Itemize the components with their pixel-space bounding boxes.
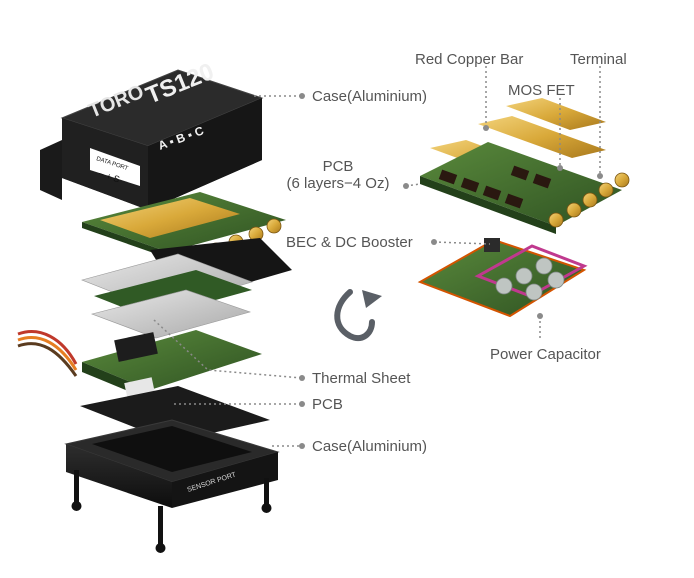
top-case: DATA PORT − + S TORO TS120 A ▪ B ▪ C xyxy=(40,58,264,210)
right-pcb xyxy=(420,142,630,234)
bottom-case: SENSOR PORT xyxy=(64,386,280,553)
label-thermal-sheet: Thermal Sheet xyxy=(312,370,411,387)
label-power-capacitor: Power Capacitor xyxy=(490,346,601,363)
left-bottom-pcb xyxy=(17,330,262,403)
rotate-arrow-icon xyxy=(334,289,382,342)
leader-bec xyxy=(433,241,491,245)
leader-thermal-sheet xyxy=(153,319,303,379)
leader-pcb-right xyxy=(405,183,421,187)
leader-dots xyxy=(299,93,603,449)
thermal-sheet-bottom xyxy=(91,289,252,339)
label-red-copper-bar: Red Copper Bar xyxy=(415,51,524,68)
label-case-bottom: Case(Aluminium) xyxy=(312,438,428,455)
label-mos-fet: MOS FET xyxy=(508,82,575,99)
label-pcb-right-line2: (6 layers−4 Oz) xyxy=(286,175,390,192)
label-pcb-left: PCB xyxy=(312,396,343,413)
label-bec-dc-booster: BEC & DC Booster xyxy=(286,234,413,251)
label-pcb-right-line1: PCB xyxy=(322,158,354,175)
label-case-top: Case(Aluminium) xyxy=(312,88,428,105)
bec-board xyxy=(417,238,588,318)
label-pcb-right: PCB (6 layers−4 Oz) xyxy=(268,158,408,192)
leader-lines xyxy=(153,66,601,447)
label-terminal: Terminal xyxy=(570,51,627,68)
